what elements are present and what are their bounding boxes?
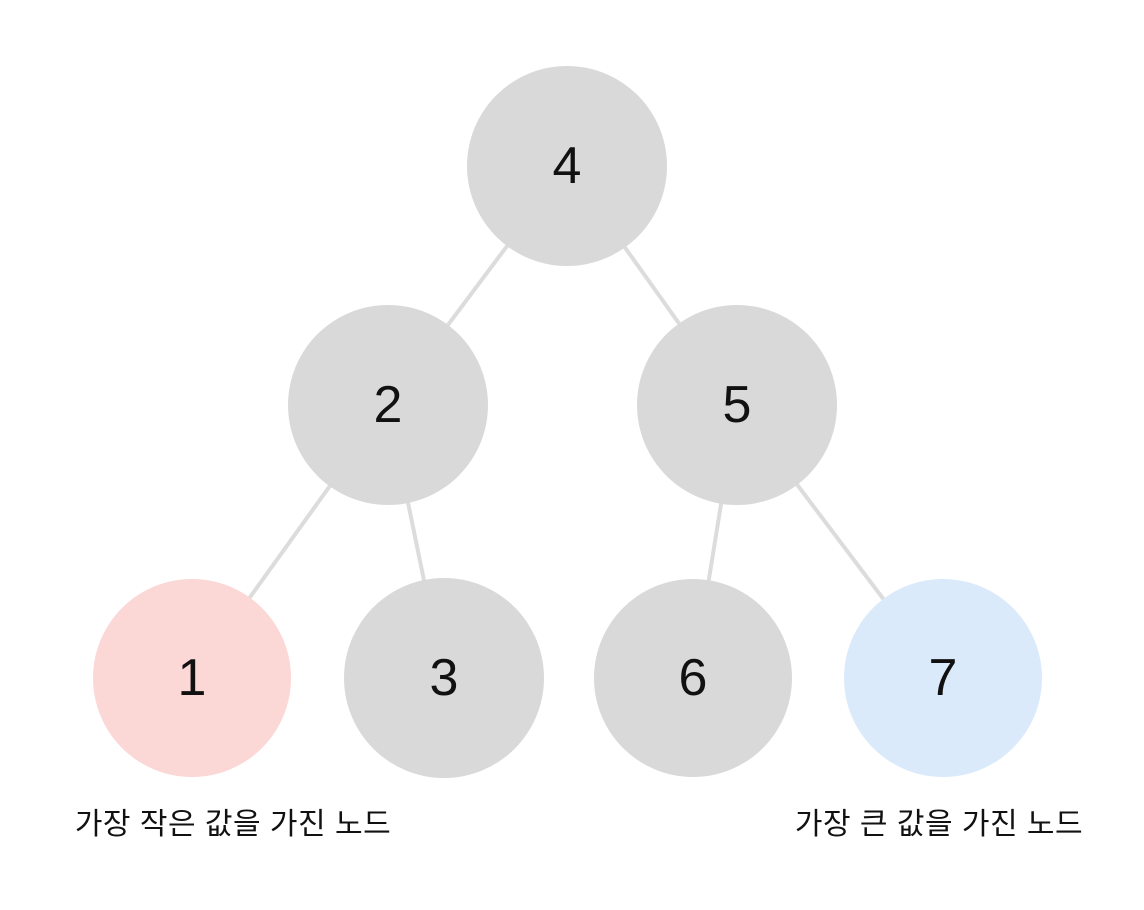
tree-node-circle-6 (594, 579, 792, 777)
tree-node-value-7: 7 (929, 649, 958, 707)
tree-node-5: 5 (637, 305, 837, 505)
tree-node-circle-2 (288, 305, 488, 505)
tree-node-value-3: 3 (430, 649, 459, 707)
tree-node-value-6: 6 (679, 649, 708, 707)
tree-node-2: 2 (288, 305, 488, 505)
tree-node-circle-7 (844, 579, 1042, 777)
tree-node-value-5: 5 (723, 376, 752, 434)
tree-node-3: 3 (344, 578, 544, 778)
tree-node-value-2: 2 (374, 376, 403, 434)
tree-node-4: 4 (467, 66, 667, 266)
min-node-caption: 가장 작은 값을 가진 노드 (74, 808, 392, 841)
tree-node-6: 6 (594, 579, 792, 777)
tree-node-1: 1 (93, 579, 291, 777)
tree-node-circle-3 (344, 578, 544, 778)
tree-node-value-4: 4 (553, 137, 582, 195)
tree-node-circle-5 (637, 305, 837, 505)
tree-node-value-1: 1 (178, 649, 207, 707)
max-node-caption: 가장 큰 값을 가진 노드 (794, 808, 1084, 841)
tree-node-circle-4 (467, 66, 667, 266)
tree-node-7: 7 (844, 579, 1042, 777)
tree-node-circle-1 (93, 579, 291, 777)
